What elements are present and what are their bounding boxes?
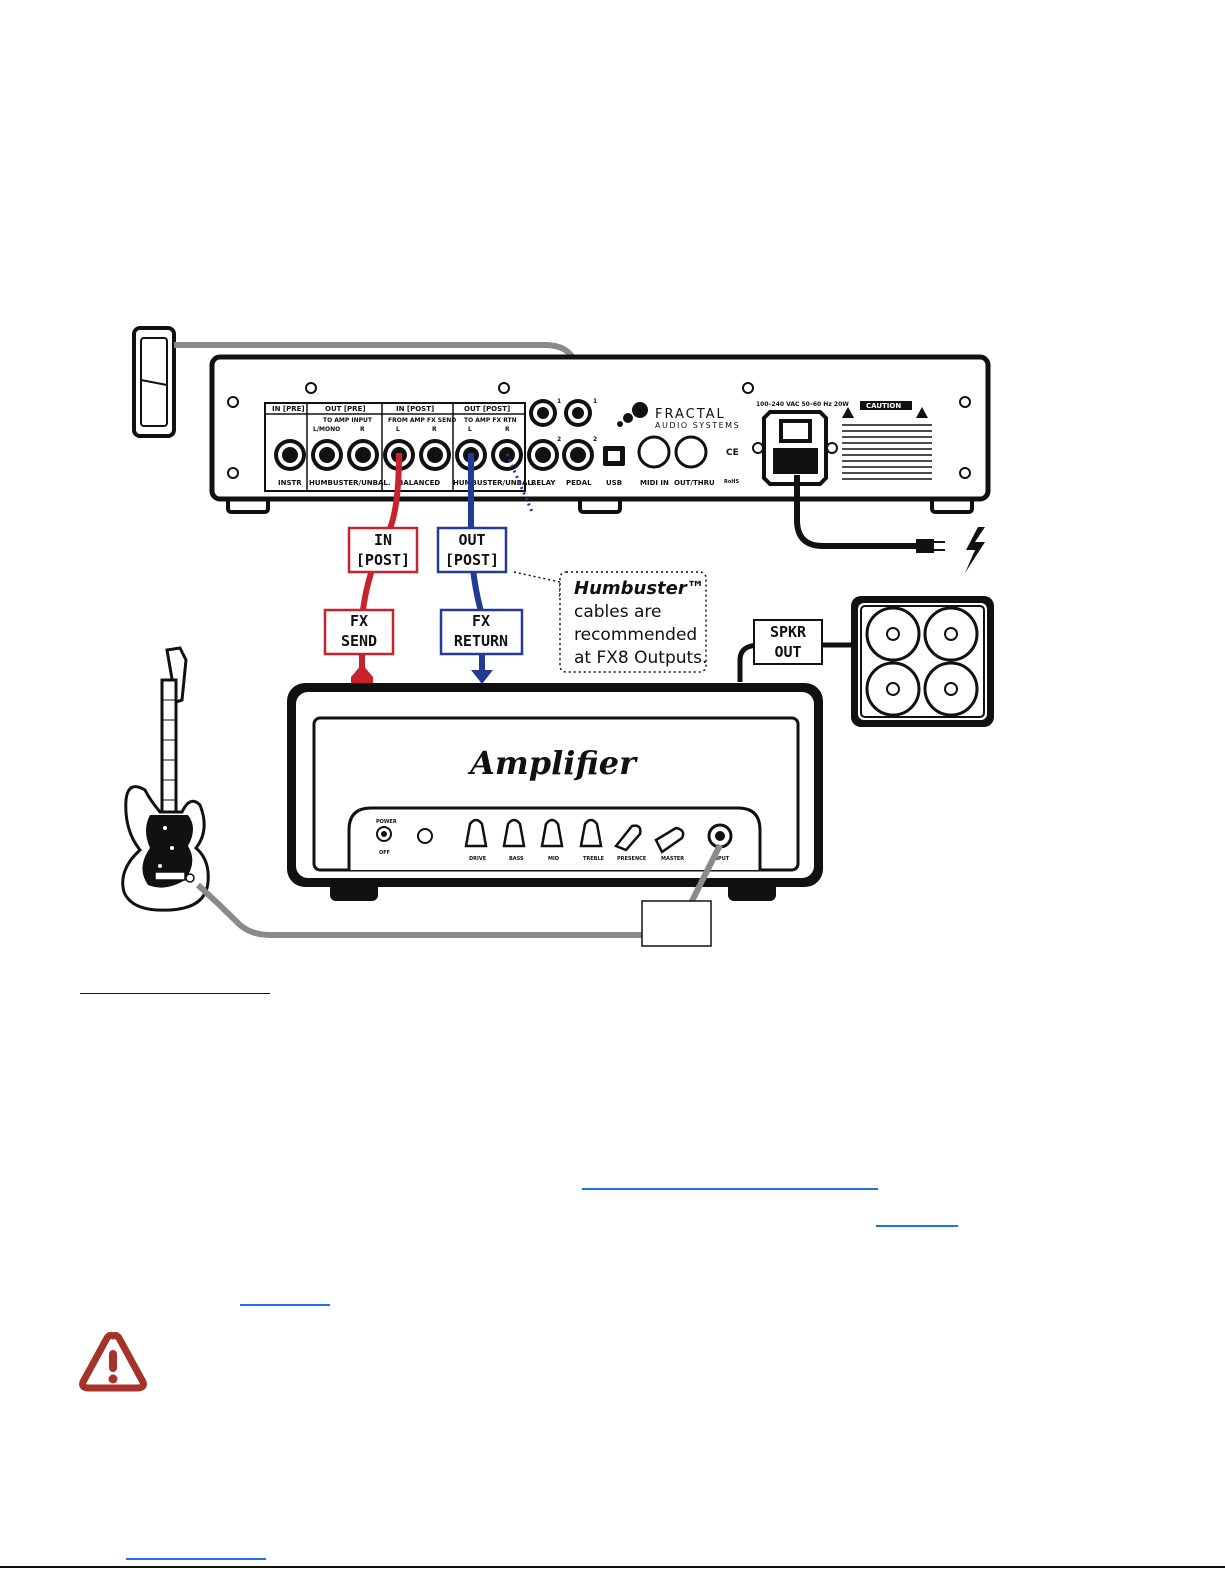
- channel-label: R: [505, 426, 510, 433]
- guitar-cable: [195, 882, 643, 938]
- warning-icon: [79, 1331, 147, 1392]
- fractal-logo: [617, 402, 648, 427]
- midi-in-port: [637, 435, 671, 469]
- link-underline[interactable]: [126, 1558, 266, 1560]
- sub-label-from-amp-fx-send: FROM AMP FX SEND: [388, 417, 456, 424]
- section-label-out-post: OUT [POST]: [464, 405, 510, 413]
- amp-input-cable: [687, 843, 723, 907]
- spkr-out-label: SPKR OUT: [753, 619, 823, 665]
- svg-text:at FX8 Outputs.: at FX8 Outputs.: [574, 648, 707, 668]
- svg-text:2: 2: [557, 436, 561, 443]
- channel-label: L: [468, 426, 472, 433]
- svg-text:RETURN: RETURN: [454, 632, 508, 650]
- link-underline[interactable]: [582, 1188, 878, 1190]
- svg-text:FX: FX: [472, 612, 490, 630]
- amplifier-name: Amplifier: [467, 744, 638, 782]
- svg-text:HUMBUSTER/UNBAL.: HUMBUSTER/UNBAL.: [309, 479, 391, 487]
- guitar-icon: [121, 646, 210, 912]
- svg-text:SPKR: SPKR: [770, 623, 807, 641]
- link-underline[interactable]: [876, 1225, 958, 1227]
- section-separator: [80, 993, 270, 994]
- section-label-in-post: IN [POST]: [396, 405, 434, 413]
- svg-text:CE: CE: [726, 448, 739, 458]
- svg-text:SEND: SEND: [341, 632, 377, 650]
- svg-text:USB: USB: [606, 479, 622, 487]
- brand-subtitle: AUDIO SYSTEMS: [655, 421, 740, 430]
- power-cable: [794, 475, 918, 549]
- svg-text:RELAY: RELAY: [531, 479, 556, 487]
- power-bolt-icon: [965, 527, 985, 573]
- caution-label: CAUTION: [866, 402, 901, 410]
- brand-name: FRACTAL: [655, 407, 726, 422]
- svg-text:FX: FX: [350, 612, 368, 630]
- svg-text:INSTR: INSTR: [278, 479, 302, 487]
- svg-text:[POST]: [POST]: [445, 551, 499, 569]
- fx-return-label: FX RETURN: [439, 608, 524, 656]
- svg-text:MID: MID: [548, 856, 559, 862]
- svg-text:PEDAL: PEDAL: [566, 479, 592, 487]
- svg-text:HUMBUSTER/UNBAL.: HUMBUSTER/UNBAL.: [453, 479, 535, 487]
- page-bottom-rule: [0, 1566, 1225, 1568]
- power-inlet: [752, 410, 838, 486]
- svg-text:TREBLE: TREBLE: [583, 856, 605, 862]
- svg-text:[POST]: [POST]: [356, 551, 410, 569]
- svg-text:INPUT: INPUT: [712, 856, 730, 862]
- svg-text:2: 2: [593, 436, 597, 443]
- svg-text:cables are: cables are: [574, 602, 662, 622]
- svg-text:MASTER: MASTER: [661, 856, 684, 862]
- svg-text:OUT/THRU: OUT/THRU: [674, 479, 715, 487]
- svg-text:OUT: OUT: [458, 531, 485, 549]
- sub-label-to-amp-fx-rtn: TO AMP FX RTN: [464, 417, 517, 424]
- out-post-label: OUT [POST]: [436, 526, 508, 574]
- fx-send-label: FX SEND: [323, 608, 395, 656]
- svg-text:IN: IN: [374, 531, 392, 549]
- expression-pedal-icon: [132, 326, 176, 438]
- svg-text:PRESENCE: PRESENCE: [617, 856, 647, 862]
- svg-text:RoHS: RoHS: [724, 479, 739, 485]
- svg-text:BALANCED: BALANCED: [398, 479, 440, 487]
- sub-label-to-amp-input: TO AMP INPUT: [323, 417, 373, 424]
- humbuster-callout: Humbuster™ cables are recommended at FX8…: [559, 571, 707, 673]
- section-label-out-pre: OUT [PRE]: [325, 405, 366, 413]
- svg-text:recommended: recommended: [574, 625, 697, 645]
- section-label-in-pre: IN [PRE]: [272, 405, 305, 413]
- svg-text:DRIVE: DRIVE: [469, 856, 487, 862]
- channel-label: R: [360, 426, 365, 433]
- callout-pointer: [513, 571, 561, 598]
- in-post-label: IN [POST]: [347, 526, 419, 574]
- midi-out-port: [674, 435, 708, 469]
- power-spec: 100–240 VAC 50–60 Hz 20W: [756, 401, 849, 408]
- svg-text:1: 1: [557, 398, 561, 405]
- channel-label: L/MONO: [313, 426, 340, 433]
- speaker-cabinet-icon: [851, 596, 994, 727]
- svg-text:POWER: POWER: [376, 819, 397, 825]
- connection-diagram: IN [PRE] OUT [PRE] IN [POST] OUT [POST] …: [121, 326, 994, 947]
- cable-connector-box: [641, 900, 712, 947]
- svg-text:MIDI IN: MIDI IN: [640, 479, 669, 487]
- svg-text:OUT: OUT: [774, 643, 801, 661]
- svg-text:Humbuster™: Humbuster™: [574, 578, 705, 599]
- channel-label: R: [432, 426, 437, 433]
- r-output-dotted-line: [505, 453, 535, 515]
- svg-text:BASS: BASS: [509, 856, 524, 862]
- amplifier-head: Amplifier POWER OFF DRIVE BASS MID TREBL…: [287, 683, 823, 901]
- channel-label: L: [396, 426, 400, 433]
- fx8-rear-panel: IN [PRE] OUT [PRE] IN [POST] OUT [POST] …: [209, 354, 991, 514]
- svg-text:OFF: OFF: [379, 850, 390, 856]
- svg-text:1: 1: [593, 398, 597, 405]
- link-underline[interactable]: [240, 1304, 330, 1306]
